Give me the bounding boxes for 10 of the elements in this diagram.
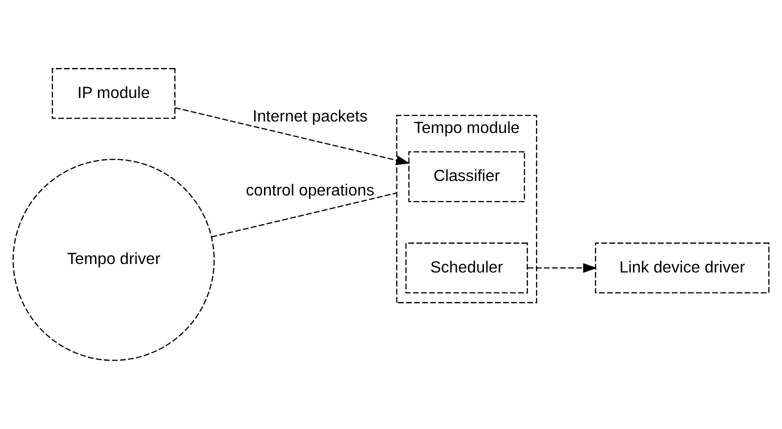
arrow [174, 107, 410, 166]
node-box: Scheduler [405, 242, 528, 294]
node-circle: Tempo driver [12, 158, 215, 361]
node-box: Link device driver [594, 242, 770, 294]
edge-label: Internet packets [252, 107, 368, 126]
arrow [528, 263, 598, 273]
node-box: Classifier [408, 151, 526, 202]
connector [211, 192, 397, 238]
edge-label: control operations [246, 181, 374, 200]
node-box: IP module [52, 68, 176, 119]
